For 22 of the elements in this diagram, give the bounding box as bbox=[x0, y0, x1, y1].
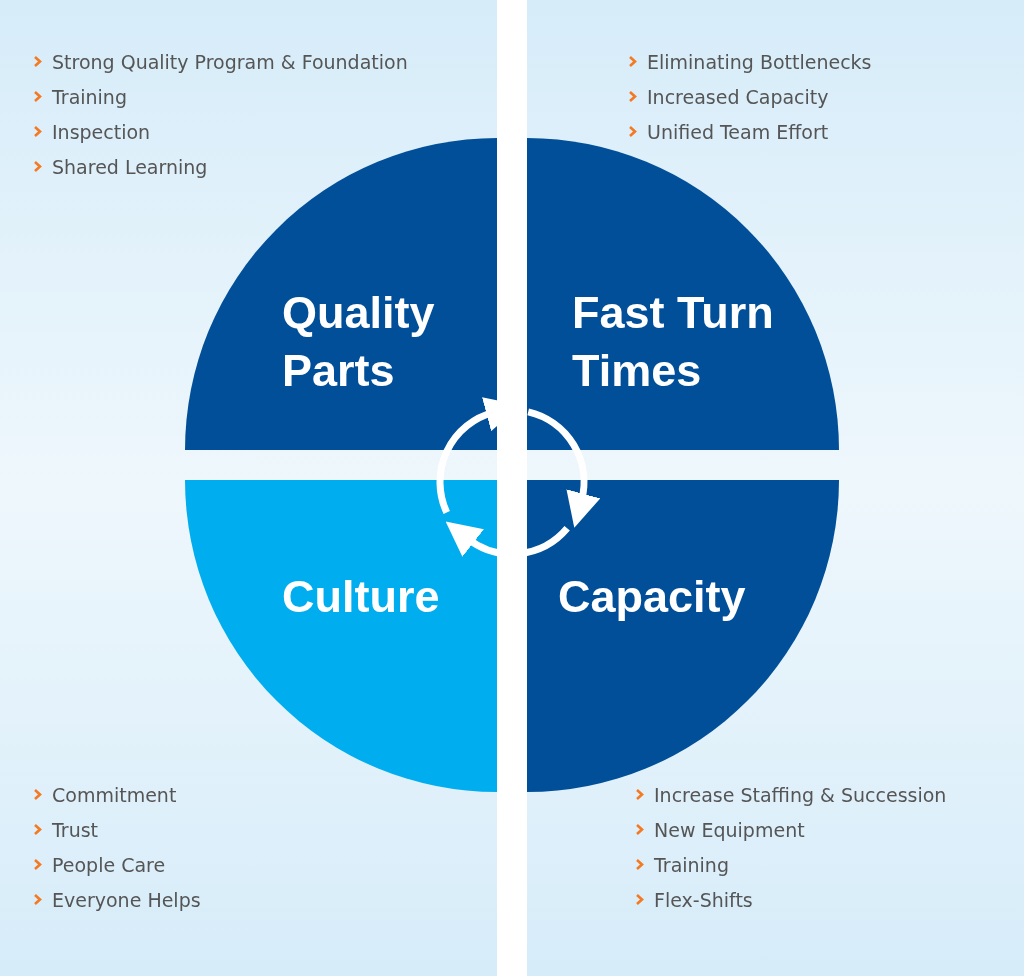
list-item: New Equipment bbox=[654, 817, 805, 842]
quadrant-segment bbox=[527, 138, 839, 450]
list-item: Commitment bbox=[52, 782, 177, 807]
list-item: Inspection bbox=[52, 119, 151, 144]
list-item: Everyone Helps bbox=[52, 887, 201, 912]
list-item: Increase Staffing & Succession bbox=[654, 782, 947, 807]
list-item: Training bbox=[654, 852, 729, 877]
list-item: Strong Quality Program & Foundation bbox=[52, 49, 408, 74]
list-item: Training bbox=[52, 84, 127, 109]
segment-title: Capacity bbox=[558, 570, 747, 624]
list-item: Shared Learning bbox=[52, 154, 208, 179]
segment-title: Quality Parts bbox=[282, 286, 436, 398]
list-item: Unified Team Effort bbox=[647, 119, 829, 144]
quadrant-segment bbox=[185, 480, 497, 792]
list-item: Flex-Shifts bbox=[654, 887, 753, 912]
list-item: Trust bbox=[52, 817, 98, 842]
list-item: People Care bbox=[52, 852, 166, 877]
segment-title: Fast Turn Times bbox=[572, 286, 775, 398]
list-item: Eliminating Bottlenecks bbox=[647, 49, 872, 74]
cycle-arrow bbox=[527, 408, 601, 529]
segment-title: Culture bbox=[282, 570, 441, 624]
list-item: Increased Capacity bbox=[647, 84, 829, 109]
